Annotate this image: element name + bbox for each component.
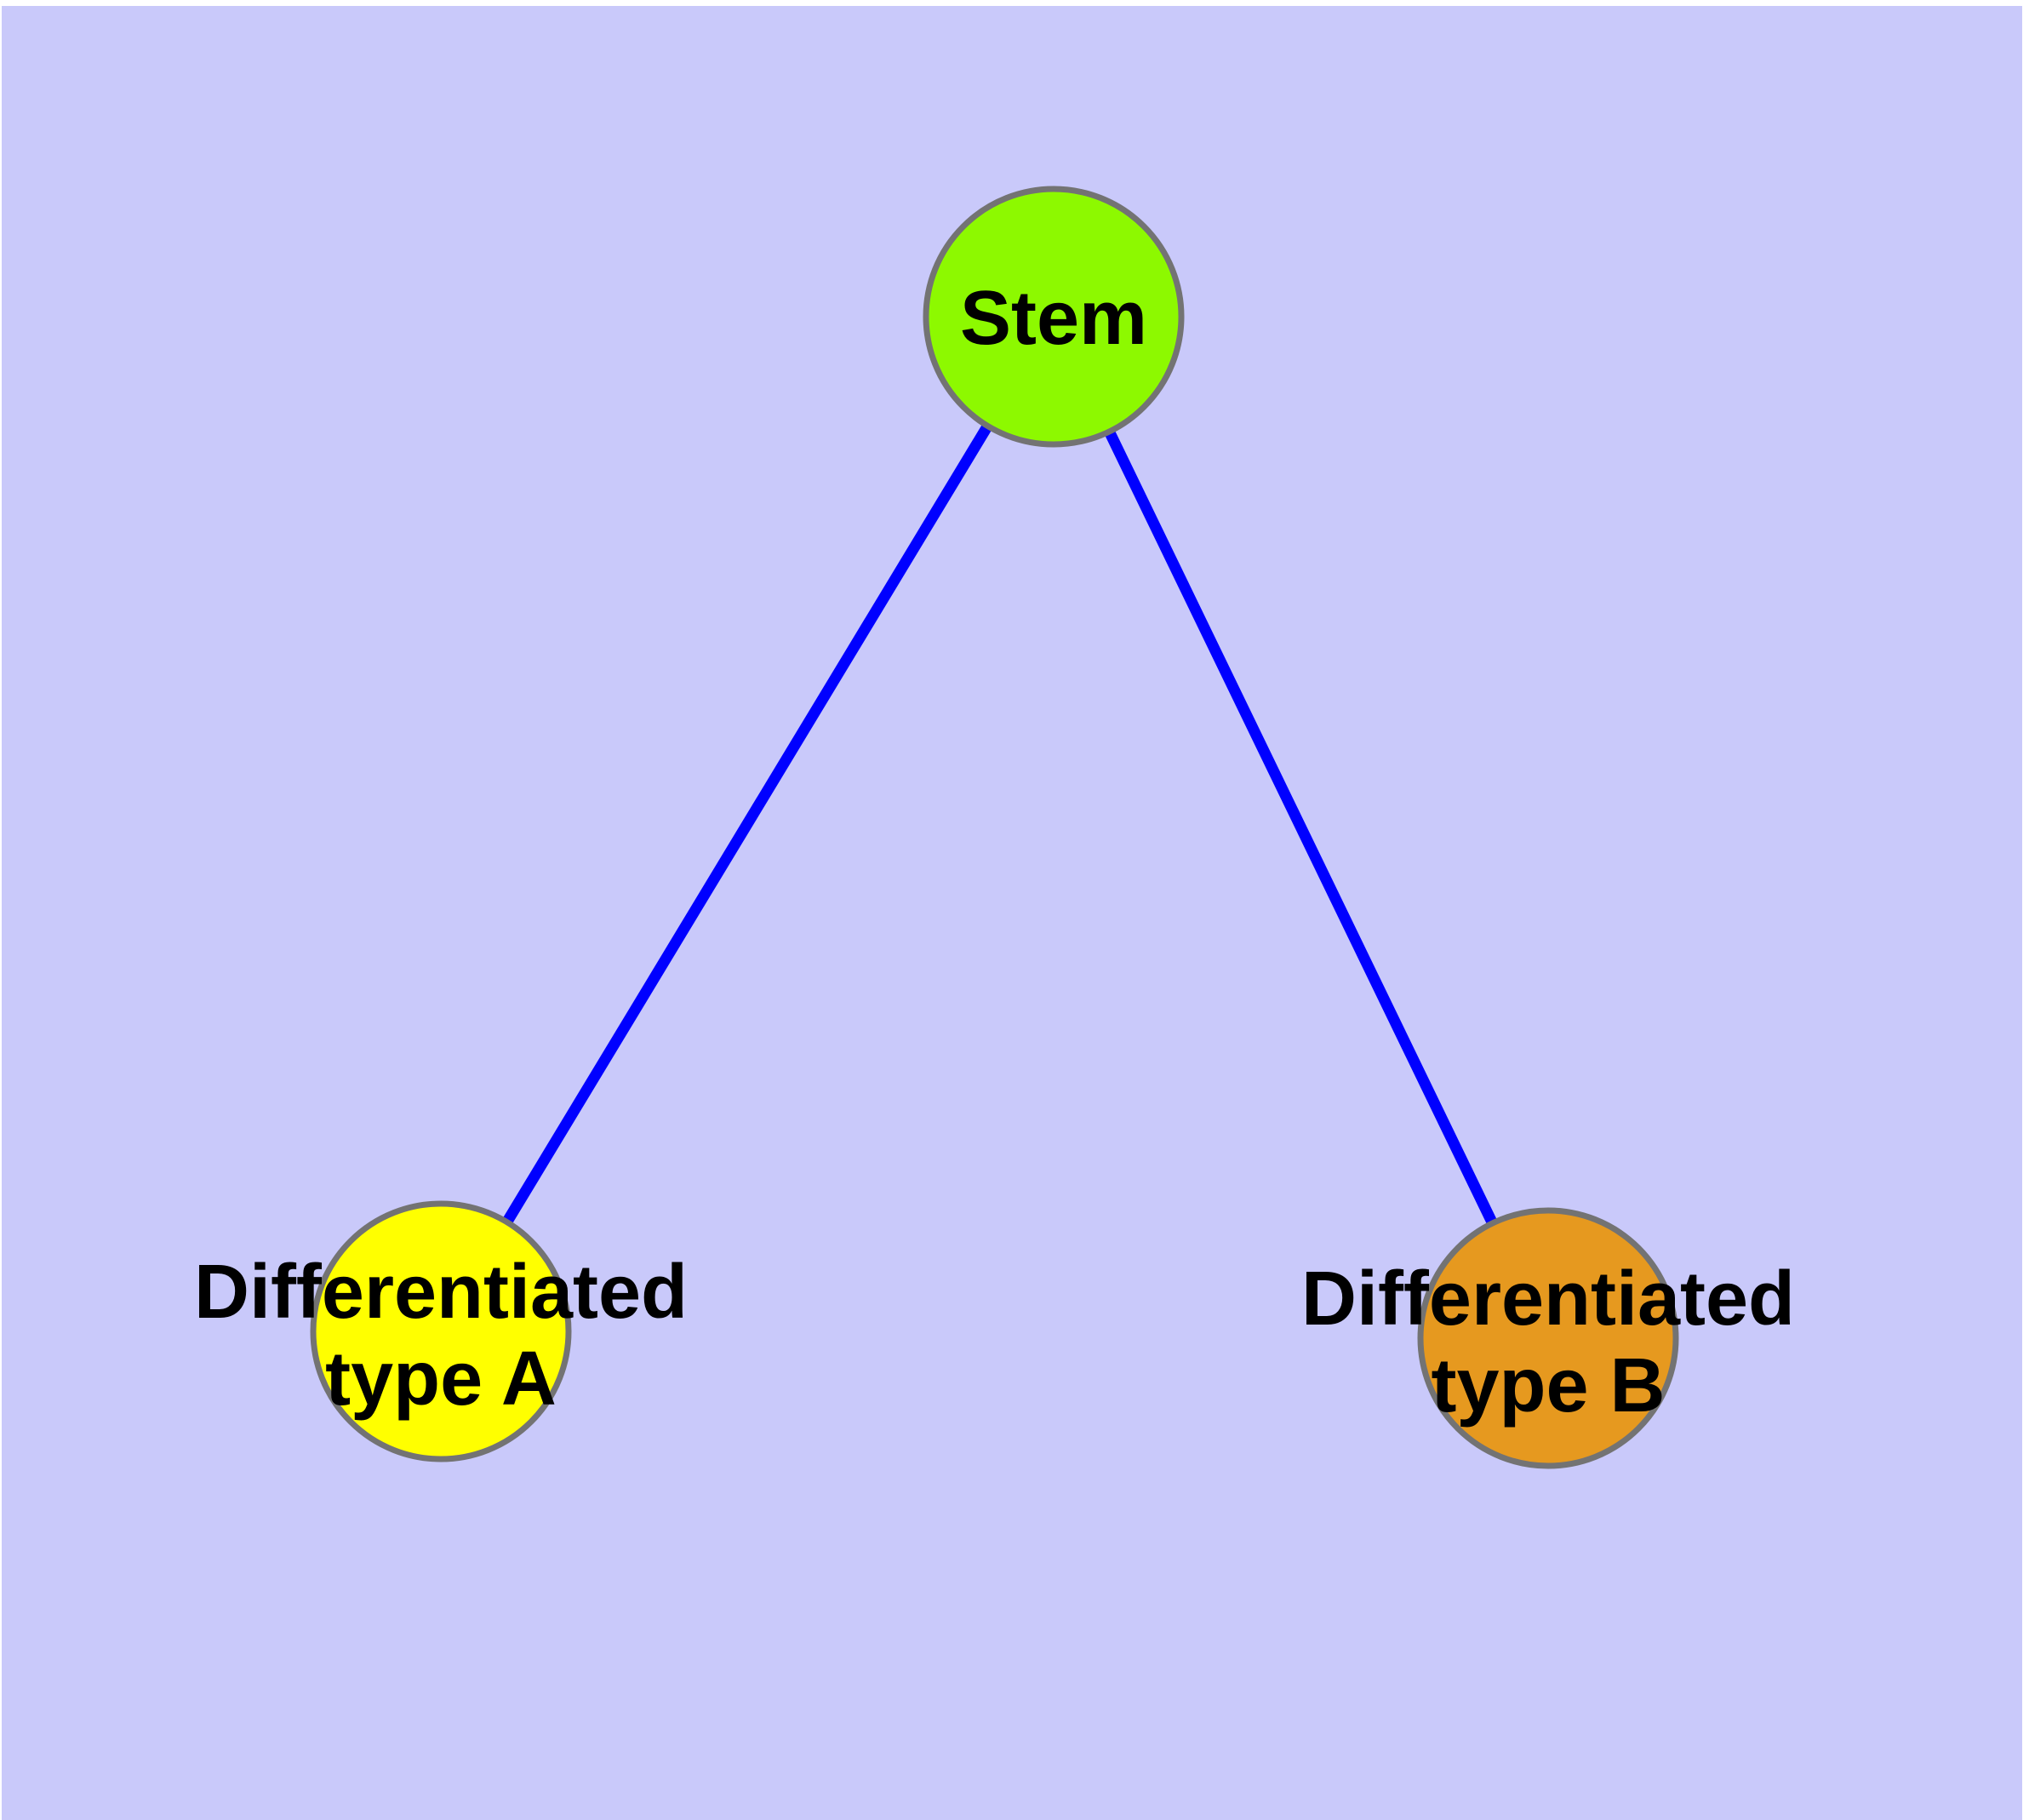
stem-node-label: Stem (960, 276, 1147, 361)
differentiated-type-b-node (1417, 1207, 1679, 1469)
differentiated-type-b-label-line2: type B (1431, 1343, 1665, 1428)
stem-node (923, 186, 1185, 448)
differentiated-type-a-label-line1: Differentiated (194, 1250, 688, 1335)
differentiated-type-b-label-line1: Differentiated (1301, 1256, 1795, 1342)
differentiated-type-a-node (310, 1200, 572, 1462)
differentiated-type-a-label-line2: type A (325, 1336, 557, 1422)
edge-stem-to-type-a (436, 313, 1059, 1335)
edge-stem-to-type-b (1049, 314, 1553, 1341)
